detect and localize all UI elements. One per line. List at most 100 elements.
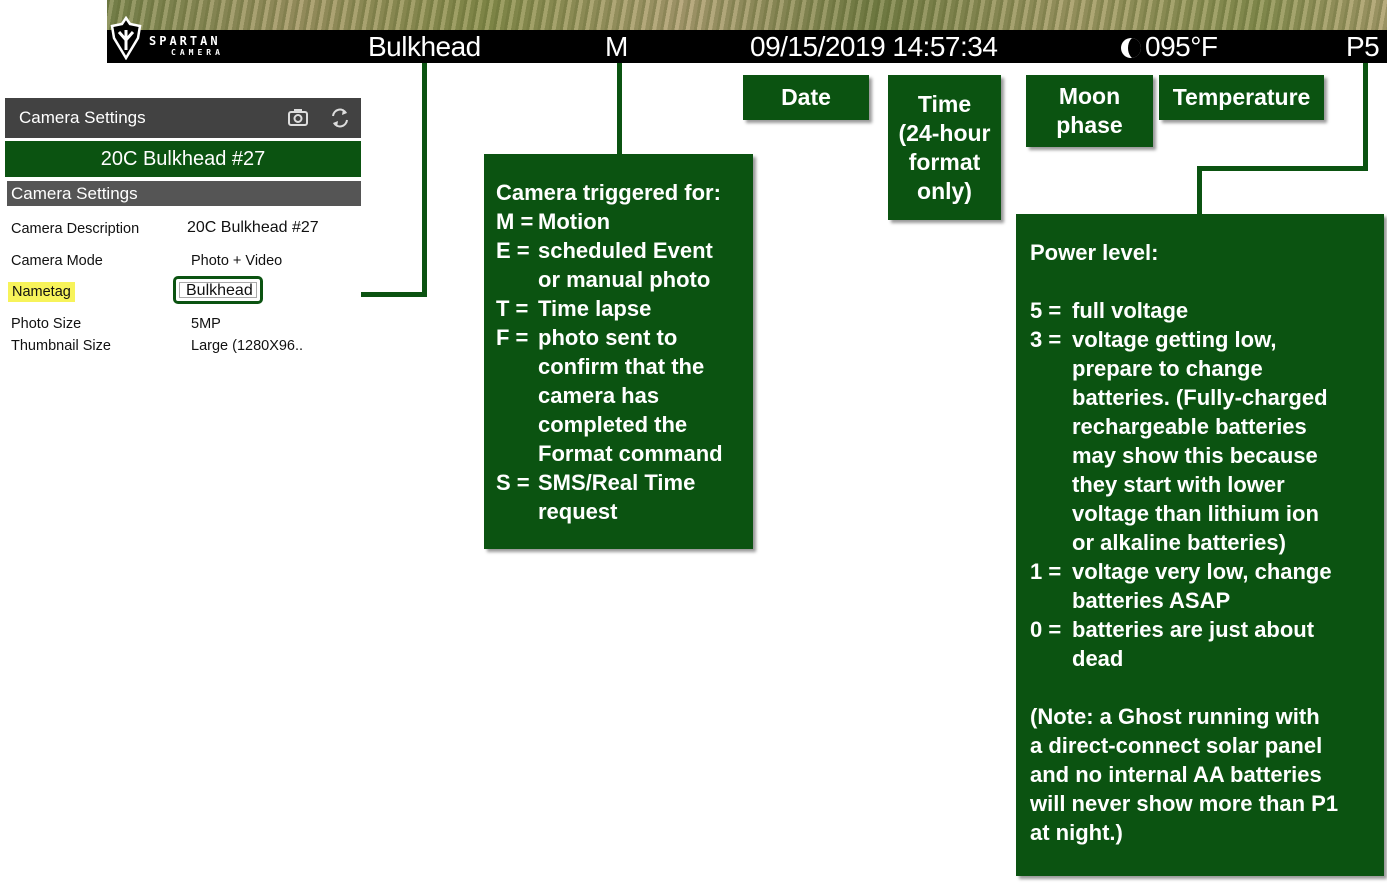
legend-text: or manual photo [538,267,711,292]
setting-value-photo-size[interactable]: 5MP [191,316,221,332]
legend-text: voltage than lithium ion [1072,501,1319,526]
legend-text: full voltage [1072,298,1189,323]
legend-item: S = SMS/Real Time [496,468,753,497]
legend-key: F = [496,325,529,350]
power-note: (Note: a Ghost running with a direct-conn… [1030,702,1384,847]
legend-key: 1 = [1030,559,1062,584]
legend-key: M = [496,209,534,234]
legend-text: prepare to change [1072,356,1263,381]
legend-text: they start with lower [1072,472,1285,497]
photo-info-bar: SPARTAN CAMERA Bulkhead M 09/15/2019 14:… [107,16,1387,63]
legend-item: 0 = batteries are just about [1030,615,1384,644]
legend-text: dead [1072,646,1124,671]
legend-item: F = photo sent to [496,323,753,352]
power-legend-box: Power level: 5 = full voltage 3 = voltage g… [1016,214,1384,876]
moon-label-line: Moon [1058,83,1121,109]
time-label-line: Time [917,91,972,117]
moon-temperature-field: 095°F [1121,31,1218,63]
setting-value-mode[interactable]: Photo + Video [191,253,283,269]
legend-text: batteries. (Fully-charged [1072,385,1328,410]
trigger-field: M [605,31,628,62]
legend-key: T = [496,296,529,321]
legend-text: photo sent to [538,325,678,350]
legend-item: T = Time lapse [496,294,753,323]
legend-text: voltage getting low, [1072,327,1277,352]
datetime-field: 09/15/2019 14:57:34 [750,31,998,62]
power-note-line: will never show more than P1 [1030,791,1339,816]
legend-key: 5 = [1030,298,1062,323]
legend-text: camera has [538,383,660,408]
legend-text: request [538,499,618,524]
power-note-line: a direct-connect solar panel [1030,733,1323,758]
legend-text: Time lapse [538,296,652,321]
nametag-callout-box: Bulkhead [173,276,263,304]
logo-icon [110,16,142,60]
legend-text: may show this because [1072,443,1318,468]
legend-text: SMS/Real Time [538,470,696,495]
trigger-legend-title: Camera triggered for: [496,180,721,205]
settings-header: Camera Settings [5,98,361,138]
nametag-highlight: Nametag [8,282,75,302]
moon-label-line: phase [1056,112,1123,138]
legend-key: 3 = [1030,327,1062,352]
settings-section-header: Camera Settings [7,181,361,206]
legend-key: S = [496,470,530,495]
legend-item: 3 = voltage getting low, [1030,325,1384,354]
power-legend-title: Power level: [1030,240,1159,265]
refresh-icon[interactable] [330,98,350,153]
temperature-label: Temperature [1159,75,1324,120]
nametag-field: Bulkhead [368,31,481,62]
legend-item: 5 = full voltage [1030,296,1384,325]
setting-value-thumbnail-size[interactable]: Large (1280X96.. [191,338,304,354]
time-label-line: only) [917,178,972,204]
camera-icon[interactable] [288,98,308,153]
legend-text: rechargeable batteries [1072,414,1307,439]
power-note-line: (Note: a Ghost running with [1030,704,1320,729]
logo-subtext: CAMERA [171,48,224,57]
time-label: Time (24-hour format only) [888,75,1001,220]
legend-text: voltage very low, change [1072,559,1332,584]
camera-settings-panel: Camera Settings 20C Bulkhead #27 Camera … [5,98,361,356]
legend-item: 1 = voltage very low, change [1030,557,1384,586]
power-connector [1197,166,1368,171]
temperature-field: 095°F [1145,31,1218,62]
setting-label-nametag: Nametag [8,282,75,302]
nametag-input[interactable]: Bulkhead [179,282,257,299]
legend-item: M =Motion [496,207,753,236]
power-note-line: at night.) [1030,820,1123,845]
setting-value-description[interactable]: 20C Bulkhead #27 [187,219,319,236]
legend-text: batteries ASAP [1072,588,1231,613]
setting-label-thumbnail-size: Thumbnail Size [11,338,111,354]
moon-phase-label: Moon phase [1026,75,1153,147]
legend-key: E = [496,238,530,263]
legend-text: confirm that the [538,354,705,379]
spartan-logo: SPARTAN CAMERA [109,10,279,63]
power-field: P5 [1346,31,1380,62]
legend-text: Motion [538,209,611,234]
moon-phase-icon [1121,38,1141,58]
legend-text: batteries are just about [1072,617,1315,642]
setting-label-description: Camera Description [11,221,140,237]
legend-key: 0 = [1030,617,1062,642]
trigger-connector [617,63,622,157]
time-label-line: format [908,149,981,175]
setting-label-photo-size: Photo Size [11,316,82,332]
power-connector [1197,166,1202,216]
setting-label-mode: Camera Mode [11,253,103,269]
nametag-connector [422,63,427,297]
legend-item: E = scheduled Event [496,236,753,265]
legend-text: scheduled Event [538,238,713,263]
logo-text: SPARTAN [149,34,221,48]
legend-text: completed the [538,412,688,437]
date-label: Date [743,75,869,120]
camera-name-title: 20C Bulkhead #27 [5,141,361,177]
legend-text: Format command [538,441,723,466]
trail-camera-photo-strip [107,0,1387,30]
power-note-line: and no internal AA batteries [1030,762,1322,787]
time-label-line: (24-hour [898,120,991,146]
power-legend-list: 5 = full voltage 3 = voltage getting low, pr… [1030,296,1384,673]
power-connector [1363,63,1368,170]
settings-header-title: Camera Settings [19,108,146,127]
